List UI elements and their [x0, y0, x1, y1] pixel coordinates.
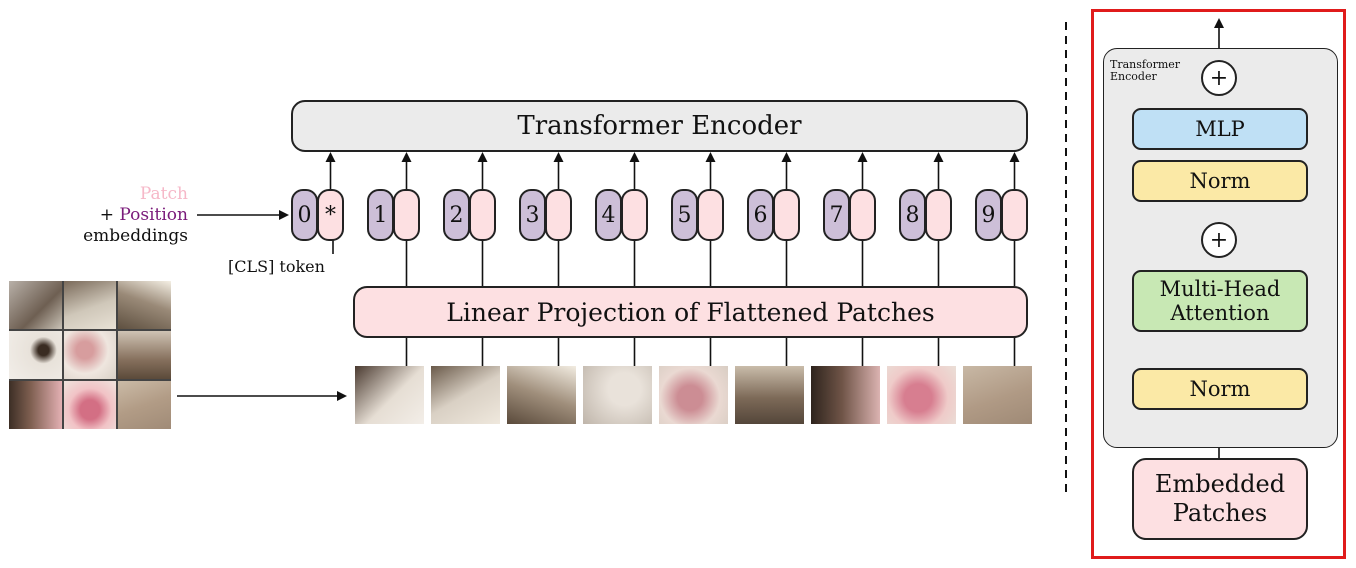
- position-token: 7: [823, 189, 850, 241]
- embedded-line2: Patches: [1172, 499, 1268, 527]
- source-image: [9, 281, 171, 429]
- embedded-patches-block: Embedded Patches: [1132, 458, 1308, 540]
- patch-token: [545, 189, 572, 241]
- embedded-line1: Embedded: [1154, 470, 1286, 498]
- encoder-panel-title: Transformer Encoder: [1110, 59, 1180, 83]
- encoder-detail-frame: [1091, 9, 1346, 559]
- image-cell: [64, 331, 116, 379]
- patch-token: [393, 189, 420, 241]
- image-patch: [886, 366, 956, 424]
- plus-node-bottom: +: [1201, 222, 1237, 258]
- linear-projection-box: Linear Projection of Flattened Patches: [353, 286, 1028, 338]
- image-cell: [64, 381, 116, 429]
- mha-line1: Multi-Head: [1159, 277, 1281, 301]
- norm-block-top: Norm: [1132, 160, 1308, 202]
- patch-token: [621, 189, 648, 241]
- patch-word: Patch: [139, 184, 188, 204]
- position-token: 6: [747, 189, 774, 241]
- norm-block-bottom: Norm: [1132, 368, 1308, 410]
- cls-position-token: 0: [291, 189, 318, 241]
- position-token: 2: [443, 189, 470, 241]
- image-patch: [582, 366, 652, 424]
- mlp-block: MLP: [1132, 108, 1308, 150]
- position-word: Position: [119, 205, 188, 225]
- patch-token: [773, 189, 800, 241]
- embeddings-word: embeddings: [83, 226, 188, 246]
- image-patch: [658, 366, 728, 424]
- image-cell: [118, 281, 171, 329]
- image-cell: [9, 281, 62, 329]
- position-token: 1: [367, 189, 394, 241]
- mha-line2: Attention: [1170, 301, 1270, 325]
- multi-head-attention-block: Multi-Head Attention: [1132, 270, 1308, 332]
- image-cell: [9, 331, 62, 379]
- image-patch: [354, 366, 424, 424]
- patch-token: [1001, 189, 1028, 241]
- patch-token: [849, 189, 876, 241]
- image-patch: [506, 366, 576, 424]
- patch-token: [925, 189, 952, 241]
- position-token: 8: [899, 189, 926, 241]
- position-token: 4: [595, 189, 622, 241]
- position-token: 3: [519, 189, 546, 241]
- image-patch: [734, 366, 804, 424]
- transformer-encoder-box: Transformer Encoder: [291, 100, 1028, 152]
- panel-title-line1: Transformer: [1110, 58, 1181, 71]
- image-patch: [430, 366, 500, 424]
- image-patch: [962, 366, 1032, 424]
- cls-token-label: [CLS] token: [228, 257, 325, 276]
- image-cell: [64, 281, 116, 329]
- plus-node-top: +: [1201, 60, 1237, 96]
- image-cell: [9, 381, 62, 429]
- panel-title-line2: Encoder: [1110, 70, 1157, 83]
- position-line: + Position: [60, 205, 188, 226]
- image-cell: [118, 331, 171, 379]
- cls-token: *: [317, 189, 344, 241]
- image-cell: [118, 381, 171, 429]
- image-patch: [810, 366, 880, 424]
- position-token: 9: [975, 189, 1002, 241]
- patch-token: [697, 189, 724, 241]
- position-token: 5: [671, 189, 698, 241]
- plus-sign: +: [99, 205, 114, 225]
- patch-token: [469, 189, 496, 241]
- patch-position-label: Patch + Position embeddings: [60, 184, 188, 247]
